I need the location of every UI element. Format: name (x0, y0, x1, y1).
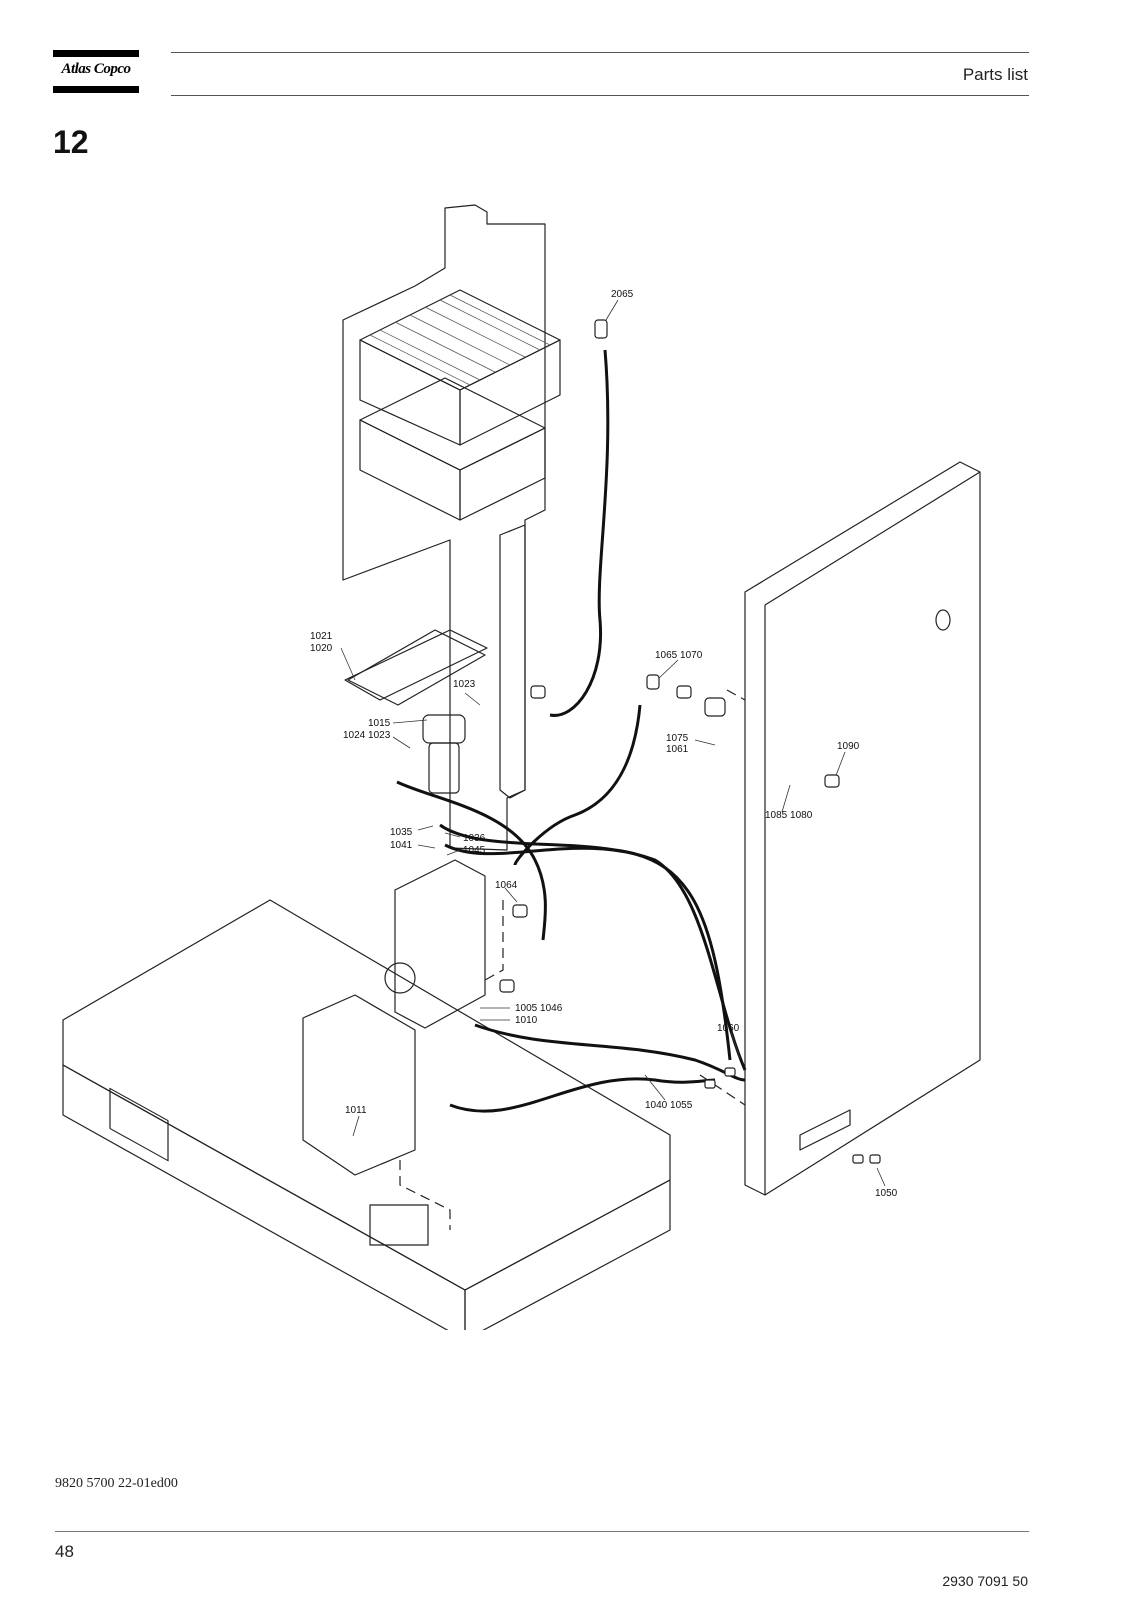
footer-rule (55, 1531, 1029, 1532)
callout-2065: 2065 (611, 289, 634, 300)
callout-1015: 1015 (368, 718, 391, 729)
panel-hole (935, 609, 951, 631)
callout-1020: 1020 (310, 643, 333, 654)
callout-1023-upper: 1023 (453, 679, 476, 690)
exploded-parts-drawing: 2065 1021 1020 1023 1015 1024 1023 1065 … (55, 200, 1015, 1330)
callout-1050: 1050 (875, 1188, 898, 1199)
hose-1055 (449, 1077, 716, 1113)
logo-bottom-bar (53, 86, 139, 93)
side-panel (744, 461, 981, 1196)
page-number: 48 (55, 1542, 74, 1561)
callout-1045: 1045 (463, 845, 486, 856)
condenser-fins (369, 294, 551, 386)
callout-1010: 1010 (515, 1015, 538, 1026)
base-frame-top (62, 899, 671, 1291)
upper-frame-outline (342, 204, 546, 851)
callout-1036: 1036 (463, 833, 486, 844)
callout-1005-1046: 1005 1046 (515, 1003, 563, 1014)
hose-1045 (444, 843, 747, 1071)
logo-wordmark: Atlas Copco (61, 61, 131, 77)
condensing-unit (302, 994, 416, 1176)
hose-1036 (396, 780, 547, 941)
pressure-gauge (384, 962, 416, 994)
base-frame-front (62, 1064, 466, 1330)
callout-1040-1055: 1040 1055 (645, 1100, 693, 1111)
callout-1061: 1061 (666, 744, 689, 755)
side-panel-top-edge (764, 471, 981, 606)
panel-plate (799, 1109, 851, 1151)
duct-right-face (459, 427, 546, 521)
document-code: 9820 5700 22-01ed00 (55, 1476, 178, 1491)
base-frame-side (464, 1179, 671, 1330)
mounting-bracket (344, 629, 488, 701)
callout-1011: 1011 (345, 1105, 367, 1116)
filter-head (422, 714, 466, 744)
dash-1064 (484, 900, 504, 981)
header-title: Parts list (962, 65, 1028, 84)
hose-1061 (513, 704, 642, 866)
logo-top-bar (53, 50, 139, 57)
vertical-rail (499, 524, 526, 799)
callout-1035: 1035 (390, 827, 413, 838)
section-number: 12 (53, 124, 89, 160)
callout-1090: 1090 (837, 741, 860, 752)
callout-1065-1070: 1065 1070 (655, 650, 703, 661)
dash-1011 (399, 1160, 451, 1230)
condenser-right-face (459, 339, 561, 446)
header-top-rule (171, 52, 1029, 53)
evaporator-box (394, 859, 486, 1029)
callout-1041: 1041 (390, 840, 413, 851)
hose-1046 (474, 1023, 746, 1082)
atlas-copco-logo: Atlas Copco (53, 50, 139, 94)
header-bottom-rule (171, 95, 1029, 96)
base-slot-1 (109, 1087, 169, 1162)
callout-1024-1023: 1024 1023 (343, 730, 391, 741)
duct-top (359, 377, 546, 471)
dash-1075 (726, 689, 746, 701)
condenser-left-face (359, 339, 461, 446)
callout-1060: 1060 (717, 1023, 740, 1034)
filter-bowl (428, 742, 460, 794)
filter-plate (347, 629, 486, 706)
part-number: 2930 7091 50 (942, 1573, 1028, 1589)
duct-left-face (359, 419, 461, 521)
callout-1085-1080: 1085 1080 (765, 810, 813, 821)
parts-diagram-svg: 2065 1021 1020 1023 1015 1024 1023 1065 … (62, 204, 981, 1330)
base-slot-2 (369, 1204, 429, 1246)
callout-1075: 1075 (666, 733, 689, 744)
callout-1021: 1021 (310, 631, 333, 642)
hose-2065 (549, 349, 610, 717)
callout-1064: 1064 (495, 880, 518, 891)
